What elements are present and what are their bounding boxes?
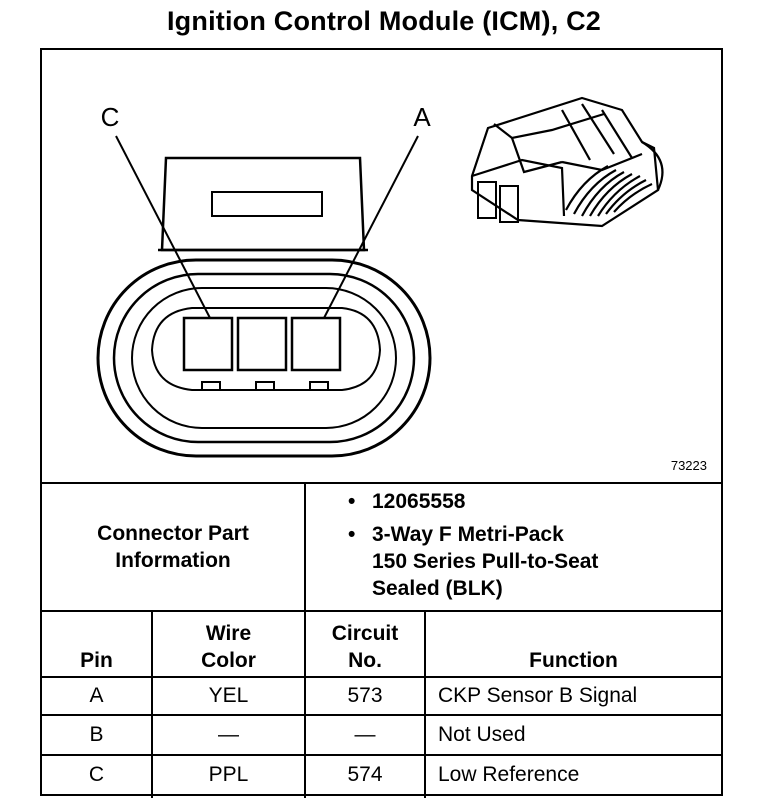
figure-number: 73223 — [670, 458, 707, 473]
part-description-line: 150 Series Pull-to-Seat — [372, 550, 599, 573]
header-wire-color: Wire Color — [153, 612, 304, 674]
divider — [42, 610, 721, 612]
connector-info-list: 12065558 3-Way F Metri-Pack 150 Series P… — [340, 488, 720, 602]
connector-diagram: C A — [42, 50, 721, 482]
divider — [304, 610, 306, 798]
cell-circuit: — — [354, 723, 376, 746]
cell-function: CKP Sensor B Signal — [438, 684, 638, 707]
connector-info-label-line: Connector Part — [97, 521, 249, 545]
cell-function: Not Used — [438, 723, 526, 746]
divider — [304, 482, 306, 612]
part-description-line: Sealed (BLK) — [372, 577, 503, 600]
connector-isometric-view — [470, 96, 664, 228]
pin-label-a: A — [413, 102, 431, 132]
header-pin-text: Pin — [80, 649, 113, 672]
connector-illustration: C A — [96, 96, 664, 458]
cell-wire-color: PPL — [208, 763, 249, 786]
cell-circuit: 574 — [347, 763, 383, 786]
connector-front-view — [96, 135, 432, 458]
divider — [151, 610, 153, 798]
cell-pin: C — [88, 763, 105, 786]
header-wire-color-line: Wire — [205, 622, 252, 645]
divider — [42, 676, 721, 678]
header-circuit: Circuit No. — [306, 612, 424, 674]
divider — [424, 610, 426, 798]
page-title: Ignition Control Module (ICM), C2 — [166, 6, 602, 36]
header-wire-color-line: Color — [201, 649, 256, 672]
divider — [42, 754, 721, 756]
connector-frame: C A — [40, 48, 723, 798]
connector-info-label-line: Information — [115, 548, 231, 572]
divider — [42, 482, 721, 484]
cell-pin: B — [89, 723, 104, 746]
header-circuit-line: No. — [348, 649, 382, 672]
header-pin: Pin — [42, 612, 151, 674]
part-description: 3-Way F Metri-Pack 150 Series Pull-to-Se… — [340, 521, 720, 602]
part-description-line: 3-Way F Metri-Pack — [372, 523, 564, 546]
cell-pin: A — [89, 684, 104, 707]
cell-wire-color: — — [218, 723, 239, 746]
pin-label-c: C — [101, 102, 120, 132]
header-function: Function — [426, 612, 721, 674]
cell-wire-color: YEL — [208, 684, 249, 707]
cell-circuit: 573 — [347, 684, 383, 707]
connector-info-label: Connector Part Information — [42, 484, 304, 609]
header-circuit-line: Circuit — [331, 622, 399, 645]
divider — [42, 714, 721, 716]
cell-function: Low Reference — [438, 763, 580, 786]
part-number: 12065558 — [340, 488, 720, 515]
header-function-text: Function — [529, 649, 618, 672]
